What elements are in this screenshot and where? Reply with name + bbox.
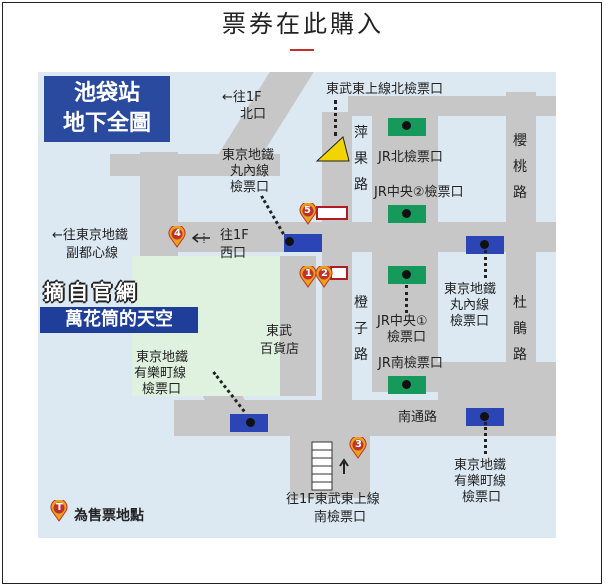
corridor-center-vertical: [322, 112, 352, 412]
ticket-pin-3-icon: [349, 437, 367, 459]
corridor-top-right: [348, 96, 556, 116]
north-exit-arrow-label: ←往1F: [222, 90, 262, 105]
yurakucho-west-label-2: 有樂町線: [134, 366, 187, 381]
marunouchi-west-label-3: 檢票口: [230, 180, 270, 195]
fukutoshin-label-1: ←往東京地鐵: [52, 228, 128, 243]
watermark-author: 萬花筒的天空: [40, 307, 198, 333]
jr-south-gate-label: JR南檢票口: [378, 356, 443, 371]
north-exit-label: 北口: [240, 107, 267, 122]
corridor-jr: [372, 112, 438, 392]
yurakucho-east-label-2: 有樂町線: [454, 474, 507, 489]
street-sakura-label: 櫻桃路: [513, 133, 527, 201]
legend-pin-icon: [50, 500, 68, 522]
street-tsutsuji-label: 杜鵑路: [513, 295, 527, 363]
tobu-dept-label-1: 東武: [266, 324, 293, 339]
ticket-pin-3-number: 3: [355, 439, 362, 450]
yurakucho-east-label-3: 檢票口: [462, 490, 502, 505]
corridor-east-vertical: [506, 92, 536, 412]
west-exit-label-1: 往1F: [220, 228, 249, 243]
street-ishi-label: 橙子路: [354, 295, 368, 363]
tobu-south-label-2: 南檢票口: [314, 510, 367, 525]
ticket-pin-5-number: 5: [304, 205, 311, 216]
marunouchi-east-dot: [480, 240, 489, 249]
yurakucho-east-dot: [480, 412, 489, 421]
marunouchi-east-label-3: 檢票口: [450, 314, 490, 329]
yurakucho-east-label-1: 東京地鐵: [454, 458, 507, 473]
legend-pin-letter: T: [56, 502, 63, 513]
jr-chuo2-dot: [402, 209, 411, 218]
yurakucho-east-leader: [484, 422, 487, 454]
jr-chuo2-gate-label: JR中央②檢票口: [374, 185, 464, 200]
ticket-pin-4-number: 4: [174, 228, 181, 239]
tobu-north-triangle-icon: [315, 136, 350, 162]
jr-chuo1-label-2: 檢票口: [387, 330, 427, 345]
street-hoka-label: 萍果路: [354, 125, 368, 193]
ticket-pin-5-icon: [299, 203, 317, 225]
map-title-line2: 地下全圖: [62, 111, 151, 136]
marunouchi-east-label-1: 東京地鐵: [444, 282, 497, 297]
marunouchi-west-label-1: 東京地鐵: [222, 148, 275, 163]
corridor-right-bottom: [438, 362, 556, 402]
south-passage-label: 南通路: [398, 410, 438, 425]
yurakucho-west-label-1: 東京地鐵: [136, 350, 189, 365]
jr-north-dot: [402, 121, 411, 130]
ticket-counter-box-5: [316, 206, 348, 220]
yurakucho-west-dot: [246, 418, 255, 427]
marunouchi-east-label-2: 丸內線: [450, 298, 490, 313]
map-title: 池袋站 地下全圖: [44, 76, 170, 142]
jr-chuo1-leader: [405, 285, 408, 313]
yurakucho-west-label-3: 檢票口: [142, 382, 182, 397]
tobu-north-leader: [334, 100, 337, 136]
marunouchi-west-label-2: 丸內線: [230, 164, 270, 179]
jr-chuo1-dot: [402, 270, 411, 279]
tobu-south-label-1: 往1F東武東上線: [286, 492, 380, 507]
jr-south-dot: [402, 380, 411, 389]
west-exit-label-2: 西口: [220, 246, 247, 261]
title-underline: [290, 49, 314, 51]
west-arrow-icon: [191, 233, 210, 243]
jr-north-gate-label: JR北檢票口: [378, 150, 443, 165]
stairs-icon: [311, 441, 349, 491]
ticket-pin-1-icon: [299, 266, 317, 288]
marunouchi-west-dot: [285, 237, 294, 246]
ticket-pin-1-number: 1: [305, 268, 312, 279]
jr-chuo1-label-1: JR中央①: [377, 314, 428, 329]
tobu-north-gate-label: 東武東上線北檢票口: [326, 82, 444, 97]
page-title: 票券在此購入: [222, 10, 384, 38]
legend-text: 為售票地點: [74, 508, 144, 524]
watermark-source: 摘自官網: [44, 280, 140, 304]
ticket-pin-4-icon: [168, 226, 186, 248]
fukutoshin-label-2: 副都心線: [66, 246, 119, 261]
ticket-pin-2-icon: [315, 266, 333, 288]
map-title-line1: 池袋站: [73, 81, 140, 106]
tobu-dept-label-2: 百貨店: [260, 342, 300, 357]
page-frame: [2, 2, 602, 584]
station-map: [38, 72, 556, 538]
ticket-pin-2-number: 2: [321, 268, 328, 279]
marunouchi-east-leader: [484, 250, 487, 278]
